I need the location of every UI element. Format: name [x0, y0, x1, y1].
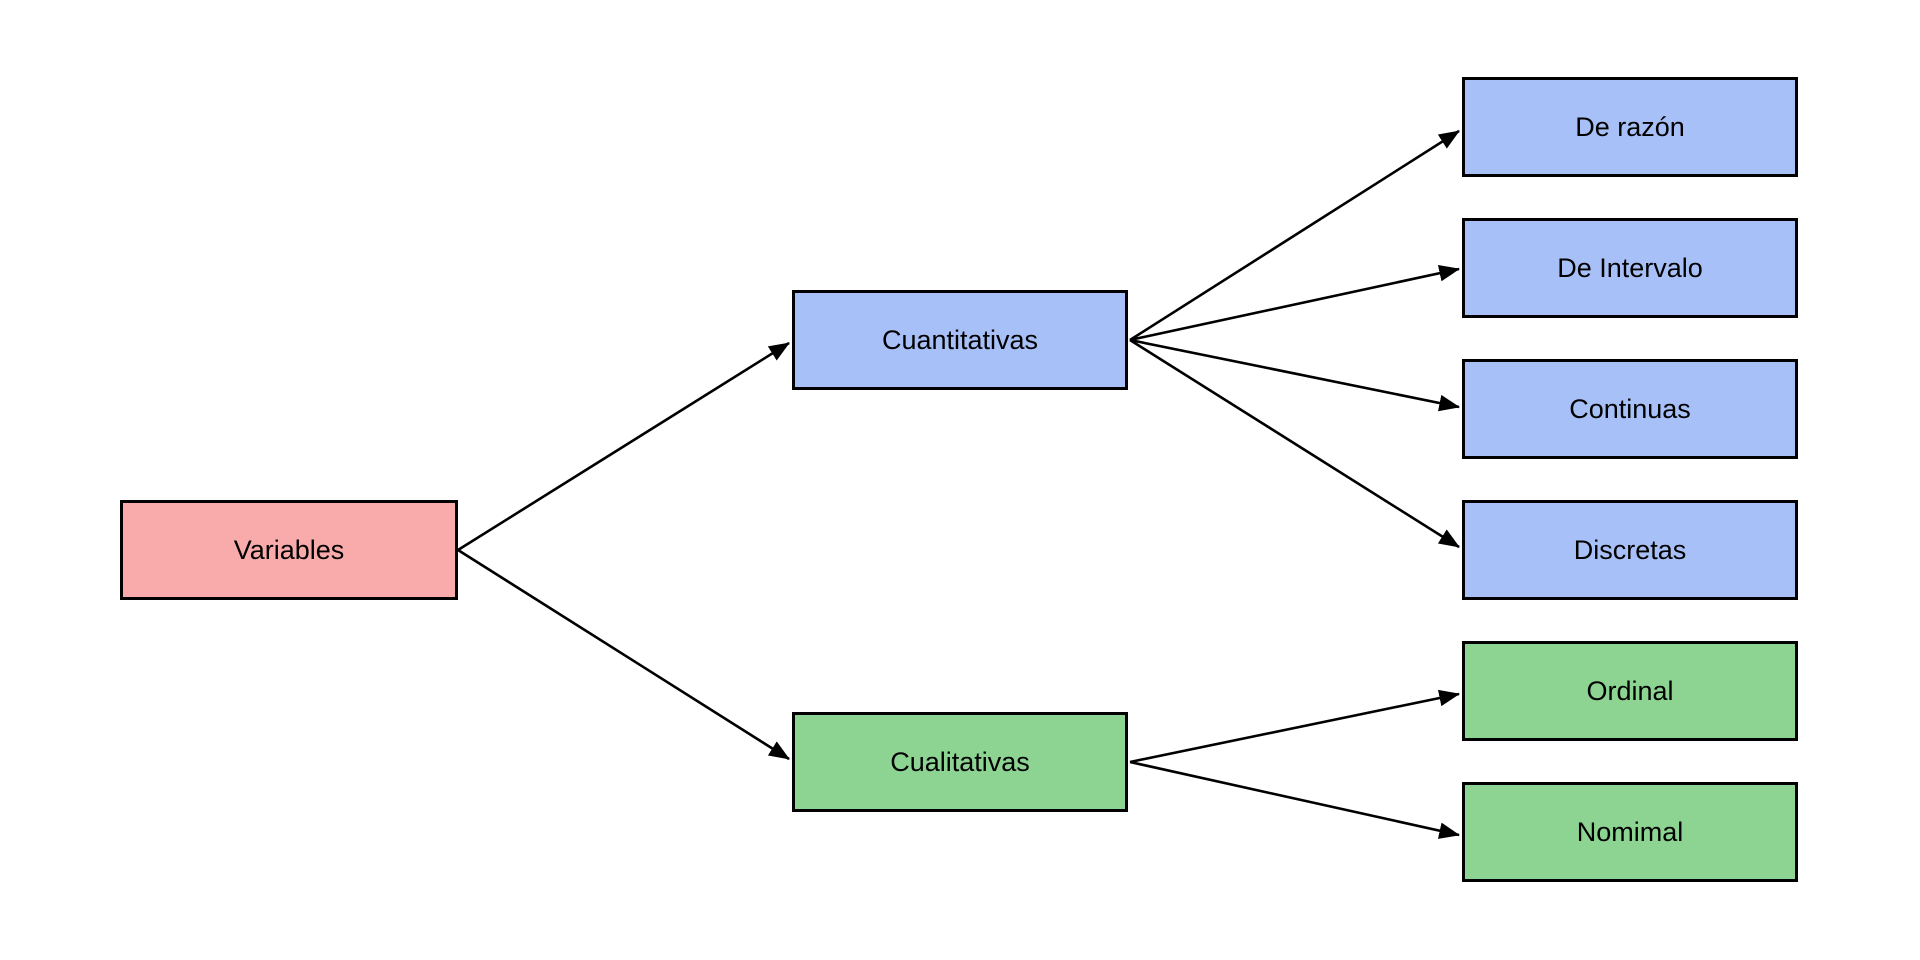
edge-cuantitativas-de-razon	[1129, 129, 1460, 342]
node-variables: Variables	[120, 500, 458, 600]
node-ordinal: Ordinal	[1462, 641, 1798, 741]
node-cuantitativas: Cuantitativas	[792, 290, 1128, 390]
node-nomimal: Nomimal	[1462, 782, 1798, 882]
edge-cualitativas-nomimal	[1129, 760, 1461, 839]
edge-cuantitativas-continuas	[1129, 338, 1461, 412]
edge-variables-cuantitativas	[457, 341, 790, 552]
node-de-intervalo: De Intervalo	[1462, 218, 1798, 318]
node-de-razon: De razón	[1462, 77, 1798, 177]
node-continuas: Continuas	[1462, 359, 1798, 459]
edge-cuantitativas-discretas	[1129, 338, 1460, 549]
edge-variables-cualitativas	[457, 548, 790, 761]
edge-cuantitativas-de-intervalo	[1129, 265, 1461, 342]
edge-cualitativas-ordinal	[1129, 689, 1461, 764]
node-cualitativas: Cualitativas	[792, 712, 1128, 812]
node-discretas: Discretas	[1462, 500, 1798, 600]
